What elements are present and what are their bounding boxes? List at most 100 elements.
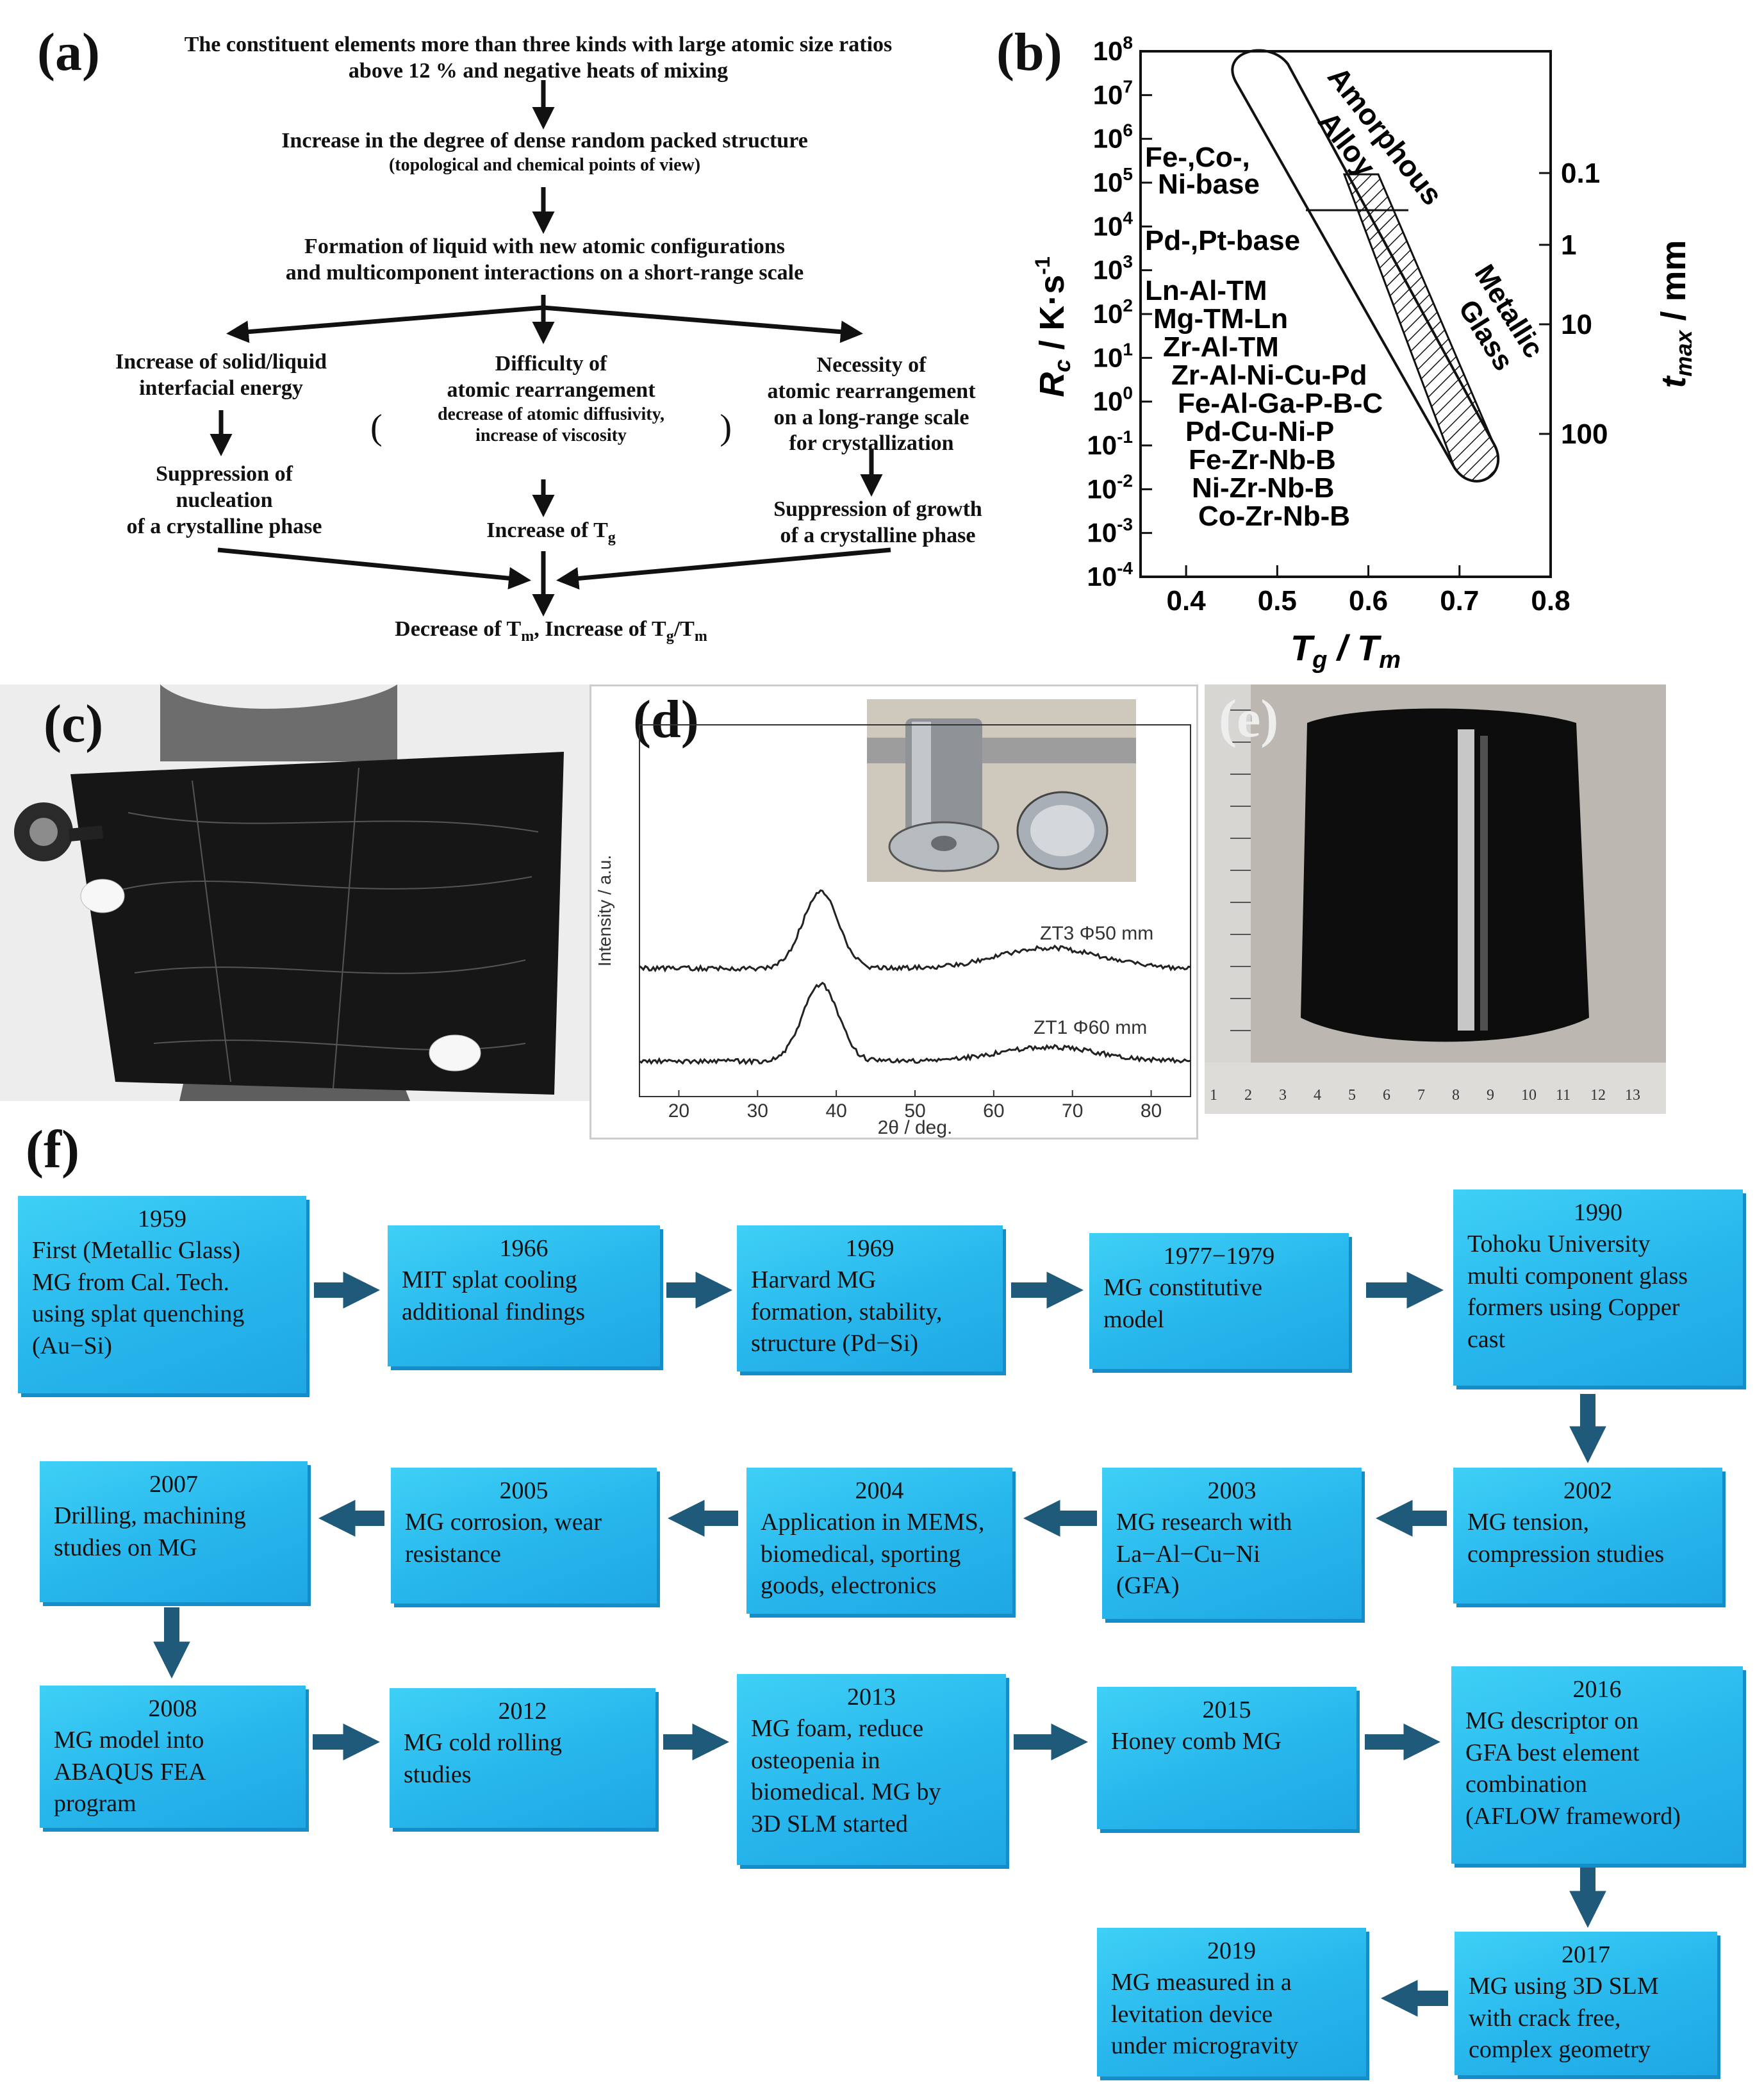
x-tick-label: 0.7	[1440, 585, 1479, 617]
right-result-line1: Suppression of growth	[773, 497, 982, 521]
right-branch: Necessity of atomic rearrangement on a l…	[711, 352, 1032, 457]
right-tick-label: 1	[1561, 229, 1576, 261]
box-text: Honey comb MG	[1111, 1728, 1282, 1755]
box-text: MG measured in a levitation device under…	[1111, 1969, 1299, 2060]
xrd-tick-label: 50	[904, 1100, 925, 1122]
ruler-number: 3	[1279, 1087, 1287, 1104]
ruler-number: 10	[1521, 1087, 1537, 1104]
box-text: Tohoku University multi component glass …	[1467, 1231, 1688, 1353]
right-result-line2: of a crystalline phase	[780, 523, 976, 547]
left-branch: Increase of solid/liquid interfacial ene…	[64, 349, 378, 402]
hand-right	[429, 1034, 481, 1072]
ruler-number: 1	[1210, 1087, 1217, 1104]
vertical-ruler	[1205, 684, 1251, 1063]
box-year: 1969	[845, 1235, 894, 1262]
y-axis-left-title: Rc / K·s-1	[1031, 256, 1075, 397]
ruler-number: 6	[1383, 1087, 1390, 1104]
timeline-box-2017: 2017 MG using 3D SLM with crack free, com…	[1455, 1932, 1717, 2075]
alloy-label: Zr-Al-Ni-Cu-Pd	[1171, 360, 1367, 391]
y-tick-label: 10-3	[1087, 515, 1133, 548]
left-y-ticks: 10810710610510410310210110010-110-210-31…	[1087, 33, 1152, 592]
final-part-a: Decrease of T	[395, 617, 522, 641]
timeline-box-1977: 1977−1979 MG constitutive model	[1089, 1233, 1349, 1369]
mid-branch-line2: atomic rearrangement	[447, 377, 655, 402]
final-part-c: /T	[673, 617, 695, 641]
person-sweater	[160, 684, 397, 761]
y-tick-label: 104	[1093, 208, 1133, 241]
final-sub-m: m	[521, 627, 534, 645]
step1-line1: The constituent elements more than three…	[184, 33, 893, 56]
step3: Formation of liquid with new atomic conf…	[160, 234, 929, 286]
box-year: 2019	[1207, 1937, 1256, 1964]
box-text: Harvard MG formation, stability, structu…	[751, 1266, 943, 1357]
ruler-number: 2	[1244, 1087, 1252, 1104]
ruler-number: 11	[1556, 1087, 1571, 1104]
mid-result: Increase of Tg	[449, 518, 654, 547]
step3-line1: Formation of liquid with new atomic conf…	[304, 235, 785, 258]
x-axis-title: Tg / Tm	[1290, 627, 1401, 674]
y-tick-label: 106	[1093, 120, 1133, 154]
step2: Increase in the degree of dense random p…	[160, 128, 929, 176]
ruler-number: 12	[1590, 1087, 1606, 1104]
box-year: 1977−1979	[1163, 1243, 1275, 1270]
bmg-sheet-illustration	[0, 684, 595, 1101]
curve-label-zt3: ZT3 Φ50 mm	[1040, 923, 1153, 944]
final-result: Decrease of Tm, Increase of Tg/Tm	[288, 617, 814, 646]
y-tick-label: 103	[1093, 252, 1133, 285]
y-tick-label: 100	[1093, 383, 1133, 417]
arrow-a-right	[543, 305, 863, 344]
alloy-label: Mg-TM-Ln	[1153, 303, 1288, 335]
y-tick-label: 10-1	[1087, 427, 1133, 460]
box-text: MG constitutive model	[1103, 1274, 1263, 1333]
box-text: First (Metallic Glass) MG from Cal. Tech…	[32, 1237, 245, 1359]
left-result-line1: Suppression of	[156, 462, 293, 486]
alloy-label: Fe-Zr-Nb-B	[1189, 444, 1336, 476]
metallic-glass-region	[1342, 173, 1499, 483]
x-tick-label: 0.6	[1349, 585, 1388, 617]
y-tick-label: 101	[1093, 339, 1133, 372]
panel-a-label: (a)	[37, 22, 100, 82]
box-year: 2012	[498, 1698, 547, 1725]
xrd-tick-label: 60	[983, 1100, 1004, 1122]
cylinder-highlight	[1458, 729, 1474, 1031]
box-year: 2017	[1562, 1941, 1610, 1968]
box-text: MG tension, compression studies	[1467, 1509, 1665, 1568]
timeline-box-2002: 2002 MG tension, compression studies	[1453, 1468, 1722, 1604]
ruler-number: 8	[1452, 1087, 1460, 1104]
y-axis-right-title: tmax / mm	[1654, 240, 1697, 388]
alloy-label: Ni-Zr-Nb-B	[1192, 472, 1334, 504]
mid-branch: Difficulty of atomic rearrangement ( dec…	[370, 351, 732, 447]
curve-label-zt1: ZT1 Φ60 mm	[1034, 1017, 1147, 1038]
inset-photo	[867, 699, 1136, 882]
hand-left	[80, 879, 125, 913]
inset-cylinders	[867, 699, 1136, 882]
panel-b-label: (b)	[996, 22, 1062, 82]
y-tick-label: 105	[1093, 164, 1133, 197]
x-tick-label: 0.4	[1167, 585, 1207, 617]
box-year: 2005	[499, 1477, 548, 1504]
alloy-label: Fe-,Co-,	[1145, 142, 1250, 173]
step1-line2: above 12 % and negative heats of mixing	[348, 58, 729, 83]
panel-c-label: (c)	[44, 694, 104, 754]
y-tick-label: 102	[1093, 295, 1133, 329]
final-sub-g: g	[666, 627, 674, 645]
alloy-label: Co-Zr-Nb-B	[1198, 501, 1350, 532]
box-year: 1966	[499, 1235, 548, 1262]
left-result: Suppression of nucleation of a crystalli…	[83, 461, 365, 540]
panel-e-label: (e)	[1219, 689, 1279, 749]
box-year: 2007	[149, 1471, 198, 1498]
metallic-glass-sheet	[70, 752, 564, 1095]
box-year: 2002	[1563, 1477, 1612, 1504]
left-result-line2: nucleation	[176, 488, 273, 512]
xrd-tick-label: 70	[1062, 1100, 1083, 1122]
box-text: MG using 3D SLM with crack free, complex…	[1469, 1973, 1659, 2064]
xrd-curve-zt1	[639, 981, 1191, 1066]
final-part-b: , Increase of T	[534, 617, 666, 641]
